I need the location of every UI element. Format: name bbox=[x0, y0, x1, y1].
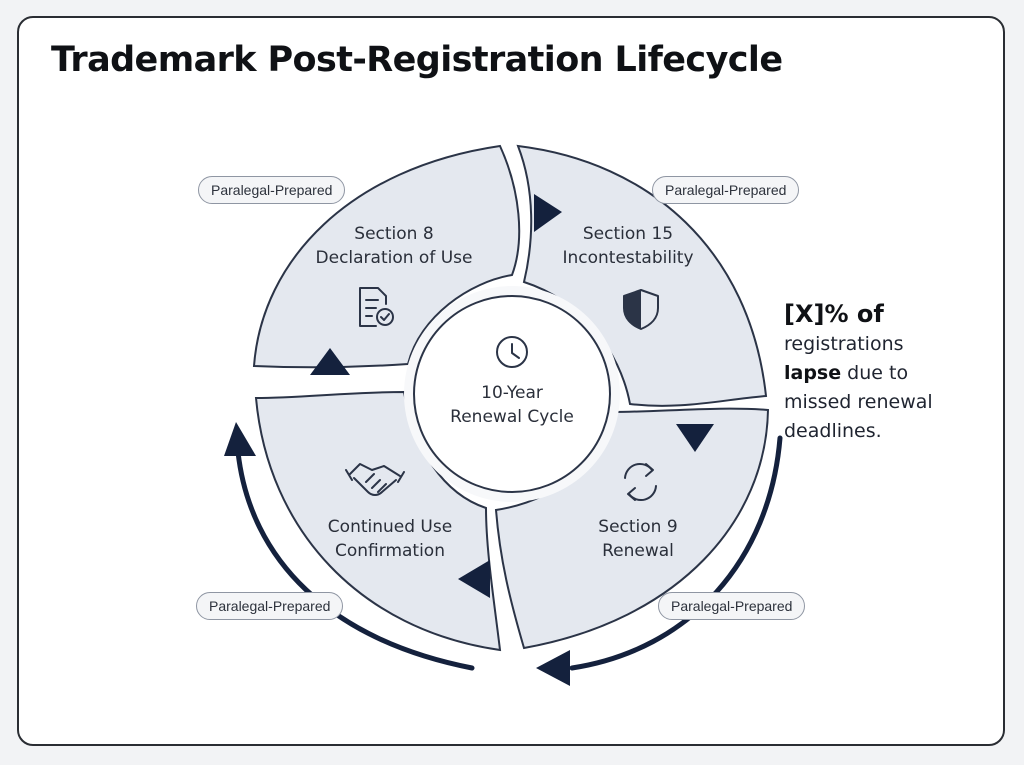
stat-emphasis: lapse bbox=[784, 362, 842, 384]
document-check-icon bbox=[359, 287, 394, 327]
center-hub bbox=[413, 295, 611, 493]
section-8-subtitle: Declaration of Use bbox=[316, 248, 473, 268]
section-9-subtitle: Renewal bbox=[602, 541, 674, 561]
refresh-icon bbox=[624, 463, 657, 501]
outer-arc-right-arrowhead bbox=[536, 650, 570, 686]
outer-arc-left bbox=[235, 449, 475, 671]
badge-section-8: Paralegal-Prepared bbox=[198, 176, 346, 204]
continued-use-subtitle: Confirmation bbox=[335, 541, 445, 561]
badge-section-15: Paralegal-Prepared bbox=[652, 176, 800, 204]
shield-icon bbox=[623, 289, 659, 330]
arrow-to-section-9 bbox=[676, 424, 714, 452]
segment-continued-use bbox=[254, 390, 502, 652]
continued-use-title: Continued Use bbox=[328, 517, 452, 537]
badge-continued-use: Paralegal-Prepared bbox=[196, 592, 344, 620]
badge-section-9: Paralegal-Prepared bbox=[658, 592, 806, 620]
arrow-to-continued-use bbox=[458, 560, 490, 598]
page-title: Trademark Post-Registration Lifecycle bbox=[51, 40, 783, 80]
stat-line-2: lapse due to bbox=[784, 359, 984, 388]
section-8-title: Section 8 bbox=[354, 224, 433, 244]
outer-arc-left-arrowhead bbox=[224, 422, 256, 456]
stat-line-1: registrations bbox=[784, 333, 904, 355]
stat-headline: [X]% of bbox=[784, 300, 884, 328]
section-15-title: Section 15 bbox=[583, 224, 673, 244]
arrow-to-section-8 bbox=[310, 348, 350, 375]
section-9-title: Section 9 bbox=[598, 517, 677, 537]
segment-section-9 bbox=[494, 407, 770, 650]
section-15-subtitle: Incontestability bbox=[562, 248, 693, 268]
segment-section-15 bbox=[516, 144, 768, 407]
segment-section-8 bbox=[252, 144, 521, 369]
stat-line-3: missed renewal bbox=[784, 391, 933, 413]
lapse-statistic: [X]% of registrations lapse due to misse… bbox=[784, 298, 984, 446]
center-title: 10-Year bbox=[481, 383, 543, 403]
stat-line-4: deadlines. bbox=[784, 420, 882, 442]
handshake-icon bbox=[345, 463, 405, 496]
stat-line-2-rest: due to bbox=[841, 362, 909, 384]
arrow-to-section-15 bbox=[534, 194, 562, 232]
clock-icon bbox=[496, 336, 528, 368]
center-subtitle: Renewal Cycle bbox=[450, 407, 574, 427]
